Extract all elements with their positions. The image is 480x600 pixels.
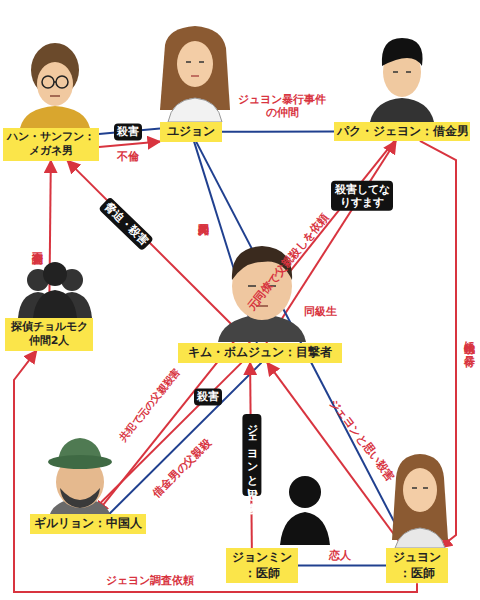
relation-connector xyxy=(14,351,417,592)
person-face xyxy=(177,41,213,87)
relation-label: 殺害 xyxy=(194,388,222,405)
relation-connector xyxy=(67,161,250,343)
person-silhouette xyxy=(33,290,77,318)
person-silhouette xyxy=(43,262,67,286)
person-eye xyxy=(199,61,204,63)
relation-connector xyxy=(96,141,395,514)
person-face xyxy=(37,62,73,106)
character-label: ジュヨン ：医師 xyxy=(386,548,448,583)
relation-connector xyxy=(298,565,386,567)
relation-label: 不倫 xyxy=(117,150,139,163)
relation-connector xyxy=(109,363,261,514)
relation-connector xyxy=(99,142,160,147)
person-hair xyxy=(382,38,423,66)
character-name: ギルリョン：中国人 xyxy=(33,516,143,532)
person-eye xyxy=(412,487,417,489)
glasses-lens xyxy=(42,76,54,88)
character-name: ユジョン xyxy=(163,124,219,140)
character-name: キム・ボムジュン：目撃者 xyxy=(181,345,339,361)
character-name: 探偵チョルモク 仲間2人 xyxy=(8,320,90,349)
person-eye xyxy=(406,71,411,73)
character-label: ハン・サンフン： メガネ男 xyxy=(3,128,99,161)
relation-label: 借金男の父親殺 xyxy=(150,436,214,500)
person-eye xyxy=(423,487,428,489)
relation-label: 脅迫・殺害 xyxy=(98,197,154,252)
character-label: ジョンミン ：医師 xyxy=(226,548,298,583)
person-body xyxy=(168,98,222,122)
relation-label: 恋人 xyxy=(329,549,351,562)
relation-label: 殺害 xyxy=(114,123,142,140)
person-body xyxy=(395,528,445,548)
person-mouth xyxy=(191,75,199,77)
relation-label: 学生時代に暴行 xyxy=(462,334,475,347)
character-label: ギルリョン：中国人 xyxy=(30,514,146,534)
person-silhouette xyxy=(289,476,321,508)
person-body xyxy=(370,98,434,122)
relation-label: 同級生 xyxy=(304,305,337,318)
person-eye xyxy=(248,285,256,287)
character-name: パク・ジェヨン：借金男 xyxy=(337,124,467,139)
person-hat xyxy=(48,455,112,469)
relation-label: ジュヨン暴行事件の仲間 xyxy=(236,93,328,119)
person-body xyxy=(20,106,90,128)
relation-label: ジェヨン調査依頼 xyxy=(106,574,194,587)
character-name: ジュヨン ：医師 xyxy=(389,550,445,581)
glasses-lens xyxy=(56,76,68,88)
character-name: ハン・サンフン： メガネ男 xyxy=(6,130,96,159)
person-silhouette xyxy=(280,512,330,545)
character-label: パク・ジェヨン：借金男 xyxy=(334,122,470,141)
character-label: キム・ボムジュン：目撃者 xyxy=(178,343,342,363)
character-name: ジョンミン ：医師 xyxy=(229,550,295,581)
person-mouth xyxy=(50,95,60,97)
relation-connector xyxy=(89,363,241,514)
character-label: ユジョン xyxy=(160,122,222,142)
character-label: 探偵チョルモク 仲間2人 xyxy=(5,318,93,351)
person-beard xyxy=(60,488,100,508)
person-eye xyxy=(393,71,398,73)
relation-label: ジェヨンと思い殺害 xyxy=(327,396,397,483)
person-eye xyxy=(186,61,191,63)
relation-label: ジェヨンと思い殺害 xyxy=(242,414,261,496)
relation-label: 殺害してなりすます xyxy=(331,181,393,211)
relation-connector xyxy=(267,363,404,548)
glasses-bridge xyxy=(54,81,56,83)
person-face xyxy=(403,468,437,512)
relation-connector xyxy=(222,131,334,133)
person-hair xyxy=(392,454,448,540)
person-hair xyxy=(160,26,230,110)
